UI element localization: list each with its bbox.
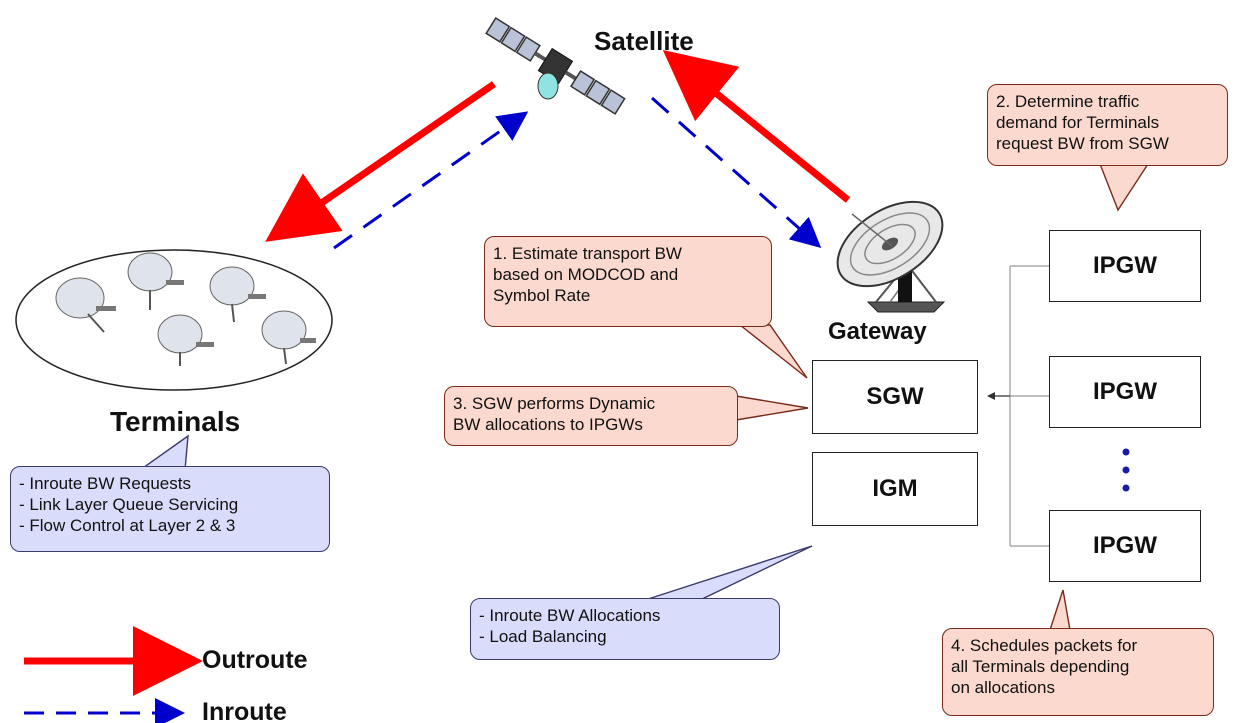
callout-tail-determine [1098,163,1150,212]
terminal-dish-icon [209,266,266,323]
callout-schedules-packets: 4. Schedules packets for all Terminals d… [942,628,1214,716]
callout-determine-demand: 2. Determine traffic demand for Terminal… [987,84,1228,166]
callout-line: - Inroute BW Requests [19,474,191,493]
callout-line: request BW from SGW [996,134,1169,153]
terminal-dish-icon [127,252,184,310]
callout-line: 4. Schedules packets for [951,636,1138,655]
ipgw-sgw-connector [987,265,1049,547]
callout-line: 3. SGW performs Dynamic [453,394,656,413]
ipgw-box: IPGW [1049,356,1201,428]
terminals-label: Terminals [110,406,241,437]
ipgw-box: IPGW [1049,510,1201,582]
callout-line: BW allocations to IPGWs [453,415,643,434]
callout-line: - Link Layer Queue Servicing [19,495,239,514]
inroute-arrow-to-gateway [651,96,822,248]
legend-outroute-label: Outroute [202,646,308,674]
callout-line: - Inroute BW Allocations [479,606,661,625]
callout-line: - Flow Control at Layer 2 & 3 [19,516,236,535]
callout-line: on allocations [951,678,1055,697]
legend-inroute-label: Inroute [202,698,287,723]
callout-line: based on MODCOD and [493,265,679,284]
outroute-arrow-to-terminals [265,81,496,242]
callout-tail-sgw [735,395,809,421]
terminal-dish-icon [55,277,116,333]
callout-igm-functions: - Inroute BW Allocations - Load Balancin… [470,598,780,660]
inroute-arrow-from-terminals [333,111,529,250]
gateway-dish-icon [836,200,946,313]
callout-line: Symbol Rate [493,286,591,305]
callout-line: 1. Estimate transport BW [493,244,682,263]
gateway-label: Gateway [828,318,927,345]
terminal-dish-icon [157,314,214,366]
satellite-icon [485,17,626,115]
callout-line: demand for Terminals [996,113,1160,132]
callout-tail-terminals [137,434,189,471]
satellite-label: Satellite [594,26,694,56]
outroute-arrow-to-satellite [662,49,851,203]
callout-line: 2. Determine traffic [996,92,1140,111]
callout-tail-estimate [737,324,808,379]
ellipsis-dots [1122,448,1130,492]
callout-tail-schedules [1049,589,1071,631]
callout-estimate-bw: 1. Estimate transport BW based on MODCOD… [484,236,772,327]
ipgw-box: IPGW [1049,230,1201,302]
terminal-dish-icon [261,310,316,365]
callout-terminals-functions: - Inroute BW Requests - Link Layer Queue… [10,466,330,552]
igm-box: IGM [812,452,978,526]
callout-sgw-performs: 3. SGW performs Dynamic BW allocations t… [444,386,738,446]
callout-line: - Load Balancing [479,627,607,646]
callout-line: all Terminals depending [951,657,1130,676]
callout-tail-igm [644,545,813,601]
sgw-box: SGW [812,360,978,434]
